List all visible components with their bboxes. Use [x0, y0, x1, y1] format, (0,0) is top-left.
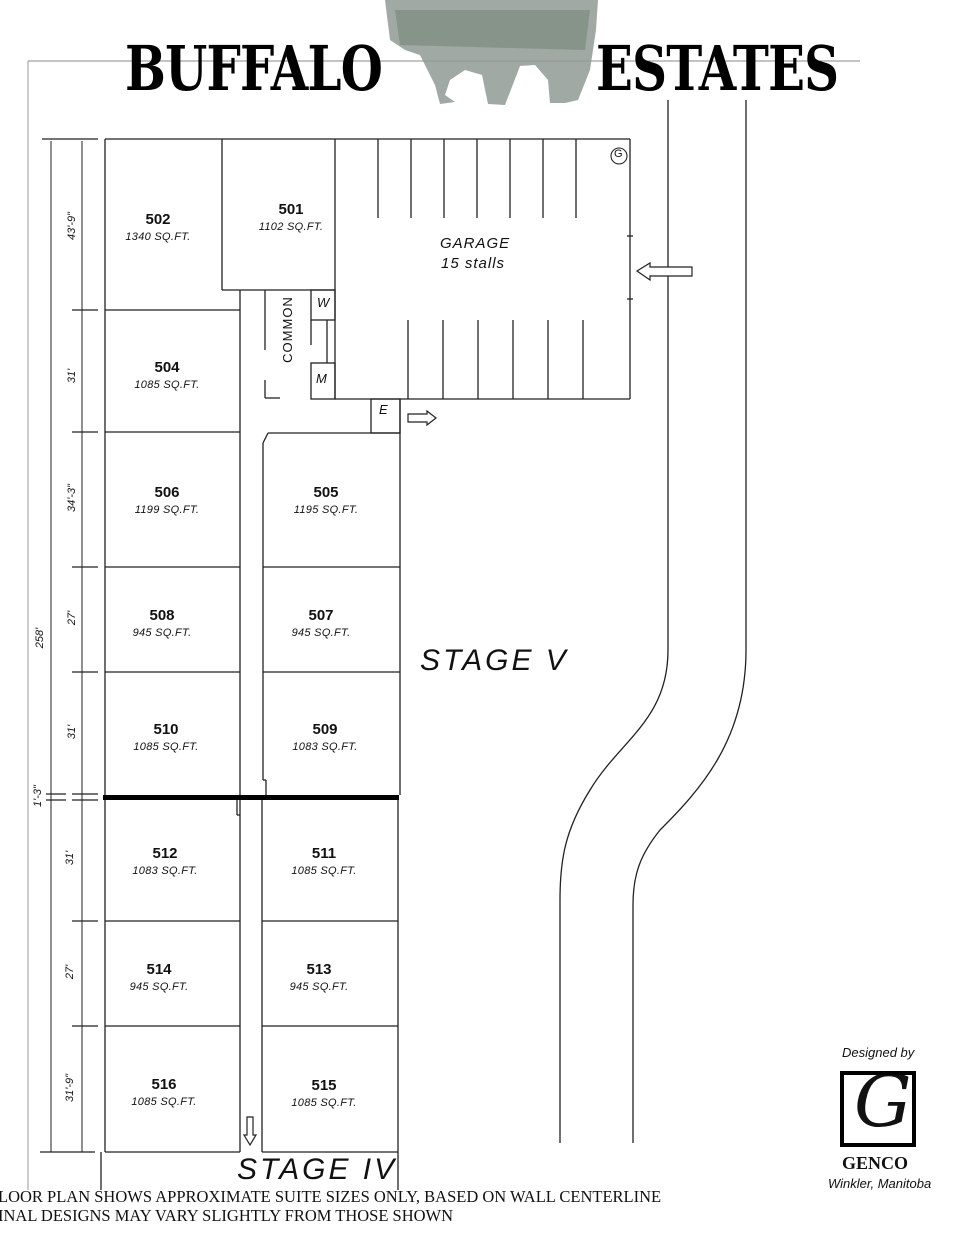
dimension-segment: 31'	[66, 724, 78, 740]
dimension-segment: 34'-3"	[66, 483, 78, 513]
suite-area: 1085 SQ.FT.	[133, 741, 199, 753]
electrical-room-label: E	[379, 402, 388, 417]
dimension-segment: 31'-9"	[64, 1073, 76, 1103]
dimension-segment: 1'-3"	[32, 785, 44, 807]
genco-logo: G	[840, 1071, 916, 1147]
title-estates: ESTATES	[596, 32, 839, 105]
suite-502[interactable]: 502 1340 SQ.FT.	[88, 211, 228, 243]
suite-513[interactable]: 513 945 SQ.FT.	[249, 961, 389, 993]
dimension-segment: 27'	[64, 964, 76, 980]
suite-number: 511	[311, 845, 337, 862]
suite-area: 1085 SQ.FT.	[134, 379, 200, 391]
suite-area: 1083 SQ.FT.	[132, 865, 198, 877]
suite-area: 1085 SQ.FT.	[131, 1096, 197, 1108]
suite-511[interactable]: 511 1085 SQ.FT.	[254, 845, 394, 877]
company-name: GENCO	[842, 1153, 909, 1173]
garage-stalls: 15 stalls	[441, 255, 506, 272]
suite-area: 945 SQ.FT.	[132, 627, 192, 639]
suite-area: 945 SQ.FT.	[289, 981, 349, 993]
garage-marker: G	[614, 148, 623, 160]
garage-marker-circle	[610, 147, 628, 165]
suite-506[interactable]: 506 1199 SQ.FT.	[97, 484, 237, 516]
genco-logo-letter: G	[854, 1071, 912, 1143]
dimension-segment: 31'	[64, 850, 76, 866]
company-location: Winkler, Manitoba	[828, 1176, 932, 1191]
suite-area: 1085 SQ.FT.	[291, 865, 357, 877]
suite-area: 1199 SQ.FT.	[134, 504, 200, 516]
dimension-overall: 258'	[34, 627, 46, 649]
suite-number: 512	[152, 845, 178, 862]
stage-v-label: STAGE V	[420, 644, 569, 677]
washroom-w-label: W	[317, 295, 330, 310]
stage-iv-label: STAGE IV	[237, 1153, 398, 1186]
suite-area: 1085 SQ.FT.	[291, 1097, 357, 1109]
dimension-segment: 31'	[66, 368, 78, 384]
suite-number: 510	[153, 721, 179, 738]
disclaimer-line-2: INAL DESIGNS MAY VARY SLIGHTLY FROM THOS…	[0, 1206, 454, 1225]
suite-number: 504	[154, 359, 180, 376]
suite-504[interactable]: 504 1085 SQ.FT.	[97, 359, 237, 391]
suite-area: 1195 SQ.FT.	[293, 504, 359, 516]
suite-number: 509	[312, 721, 338, 738]
suite-number: 513	[306, 961, 332, 978]
suite-number: 507	[308, 607, 334, 624]
bison-image	[385, 0, 598, 105]
down-arrow-icon	[242, 1116, 258, 1147]
washroom-m-label: M	[316, 371, 327, 386]
suite-area: 1083 SQ.FT.	[292, 741, 358, 753]
road-edge-left	[559, 100, 669, 1143]
suite-number: 502	[145, 211, 171, 228]
suite-number: 508	[149, 607, 175, 624]
suite-number: 505	[313, 484, 339, 501]
left-arrow-icon	[635, 261, 693, 282]
garage-label: GARAGE	[440, 235, 511, 252]
suite-512[interactable]: 512 1083 SQ.FT.	[95, 845, 235, 877]
suite-505[interactable]: 505 1195 SQ.FT.	[256, 484, 396, 516]
suite-501[interactable]: 501 1102 SQ.FT.	[221, 201, 361, 233]
stage-divider	[103, 795, 399, 800]
suite-516[interactable]: 516 1085 SQ.FT.	[94, 1076, 234, 1108]
title-buffalo: BUFFALO	[125, 32, 383, 105]
suite-510[interactable]: 510 1085 SQ.FT.	[96, 721, 236, 753]
suite-number: 514	[146, 961, 172, 978]
suite-area: 945 SQ.FT.	[291, 627, 351, 639]
suite-area: 1340 SQ.FT.	[125, 231, 191, 243]
suite-509[interactable]: 509 1083 SQ.FT.	[255, 721, 395, 753]
road-edge-right	[632, 100, 747, 1143]
suite-514[interactable]: 514 945 SQ.FT.	[89, 961, 229, 993]
suite-area: 1102 SQ.FT.	[258, 221, 324, 233]
dimension-segment: 27'	[66, 610, 78, 626]
suite-number: 501	[278, 201, 304, 218]
suite-number: 506	[154, 484, 180, 501]
common-label: COMMON	[279, 296, 295, 363]
dimension-segment: 43'-9"	[66, 211, 78, 241]
designed-by-label: Designed by	[842, 1045, 915, 1060]
suite-number: 515	[311, 1077, 337, 1094]
suite-515[interactable]: 515 1085 SQ.FT.	[254, 1077, 394, 1109]
suite-508[interactable]: 508 945 SQ.FT.	[92, 607, 232, 639]
right-arrow-icon	[407, 409, 437, 427]
disclaimer-line-1: LOOR PLAN SHOWS APPROXIMATE SUITE SIZES …	[0, 1187, 662, 1206]
suite-507[interactable]: 507 945 SQ.FT.	[251, 607, 391, 639]
suite-area: 945 SQ.FT.	[129, 981, 189, 993]
suite-number: 516	[151, 1076, 177, 1093]
